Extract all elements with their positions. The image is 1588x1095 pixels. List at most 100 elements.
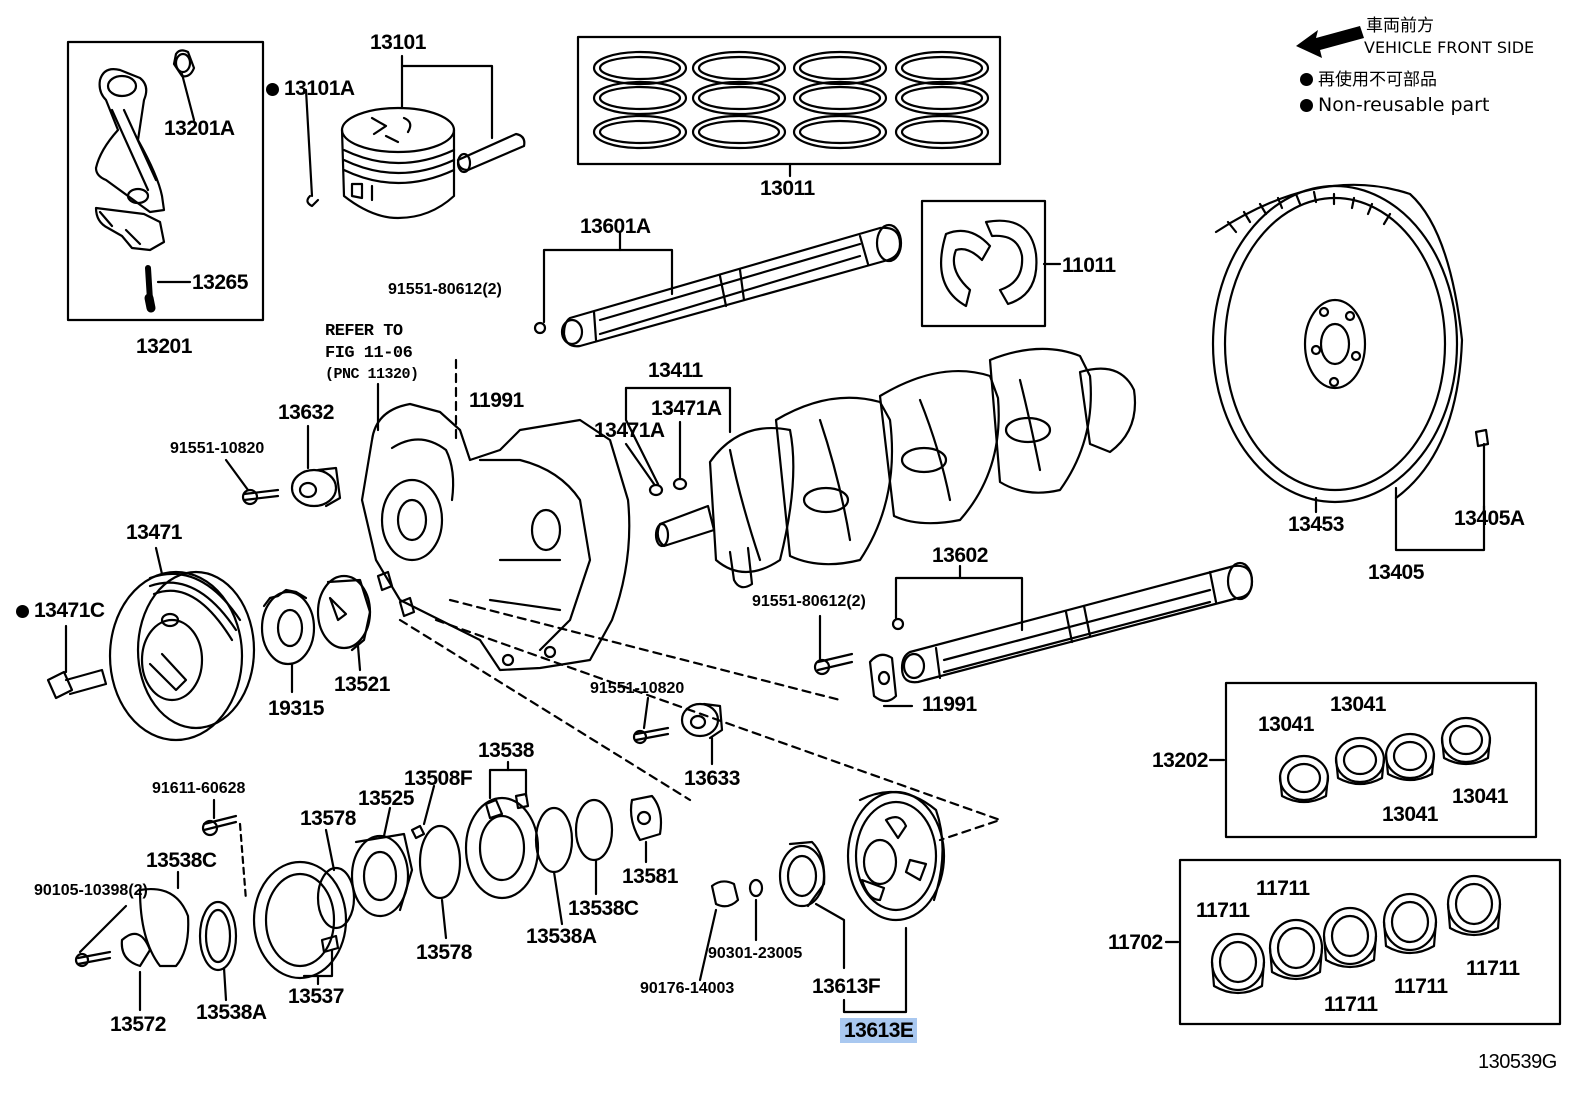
part-label-11711-c[interactable]: 11711 xyxy=(1324,993,1378,1016)
part-label-11011[interactable]: 11011 xyxy=(1062,254,1116,277)
part-label-91551-10820-upper[interactable]: 91551-10820 xyxy=(170,440,265,457)
part-label-text: 13471C xyxy=(34,599,105,622)
part-label-13632[interactable]: 13632 xyxy=(278,401,334,424)
part-label-13538A-left[interactable]: 13538A xyxy=(196,1001,267,1024)
part-label-13101[interactable]: 13101 xyxy=(370,31,426,54)
part-label-13525[interactable]: 13525 xyxy=(358,787,414,810)
legend-nonreusable-en-text: Non-reusable part xyxy=(1318,94,1490,116)
part-label-13538[interactable]: 13538 xyxy=(478,739,534,762)
part-label-90176-14003[interactable]: 90176-14003 xyxy=(640,980,735,997)
leader xyxy=(382,806,392,838)
connecting-rod-drawing xyxy=(94,49,196,313)
refer-line-2: FIG 11-06 xyxy=(325,344,413,363)
leader-dashed xyxy=(238,822,248,902)
part-label-13581[interactable]: 13581 xyxy=(622,865,678,888)
part-label-13041-d[interactable]: 13041 xyxy=(1452,785,1508,808)
part-label-13538C-left[interactable]: 13538C xyxy=(146,849,217,872)
part-label-91611-60628[interactable]: 91611-60628 xyxy=(152,780,246,797)
part-label-13411[interactable]: 13411 xyxy=(648,359,703,382)
leader xyxy=(624,442,656,486)
part-label-13602[interactable]: 13602 xyxy=(932,544,988,567)
part-label-13633[interactable]: 13633 xyxy=(684,767,740,790)
leader xyxy=(542,248,674,324)
part-label-13041-c[interactable]: 13041 xyxy=(1382,803,1438,826)
nonreusable-dot-icon xyxy=(266,83,279,96)
part-label-11991-upper[interactable]: 11991 xyxy=(469,389,524,412)
part-label-13011[interactable]: 13011 xyxy=(760,177,815,200)
leader xyxy=(842,926,908,1014)
leader xyxy=(302,948,334,978)
part-label-text: 13101A xyxy=(284,77,355,100)
main-bearings-drawing xyxy=(1210,874,1502,995)
part-label-90301-23005[interactable]: 90301-23005 xyxy=(708,945,803,962)
leader xyxy=(894,576,1024,632)
part-label-11711-a[interactable]: 11711 xyxy=(1196,899,1250,922)
part-label-13471C[interactable]: 13471C xyxy=(16,600,105,621)
part-label-91551-80612-upper[interactable]: 91551-80612(2) xyxy=(388,281,502,298)
part-label-13537[interactable]: 13537 xyxy=(288,985,344,1008)
part-label-11991-lower[interactable]: 11991 xyxy=(922,693,977,716)
part-label-11711-d[interactable]: 11711 xyxy=(1394,975,1448,998)
part-label-13202[interactable]: 13202 xyxy=(1152,749,1208,772)
nonreusable-dot-icon xyxy=(1300,99,1313,112)
part-label-91551-10820-lower[interactable]: 91551-10820 xyxy=(590,680,685,697)
part-label-11711-b[interactable]: 11711 xyxy=(1256,877,1310,900)
figure-id: 130539G xyxy=(1478,1051,1557,1073)
box-crank-bearings xyxy=(1224,681,1538,839)
leader xyxy=(440,898,448,940)
crank-pulley-drawing xyxy=(108,570,256,742)
timing-plate-drawing xyxy=(260,588,316,666)
part-label-13471A-right[interactable]: 13471A xyxy=(651,397,722,420)
gear-13633-drawing xyxy=(632,702,724,745)
leader xyxy=(642,696,650,730)
part-label-13578-upper[interactable]: 13578 xyxy=(300,807,356,830)
part-label-13265[interactable]: 13265 xyxy=(192,271,248,294)
piston-drawing xyxy=(306,106,526,220)
part-label-13405A[interactable]: 13405A xyxy=(1454,507,1525,530)
part-label-13041-a[interactable]: 13041 xyxy=(1258,713,1314,736)
part-label-90105-10398[interactable]: 90105-10398(2) xyxy=(34,882,148,899)
part-label-13201A[interactable]: 13201A xyxy=(164,117,235,140)
nonreusable-dot-icon xyxy=(1300,73,1313,86)
leader xyxy=(222,966,228,1002)
part-label-19315[interactable]: 19315 xyxy=(268,697,324,720)
part-label-13471A-left[interactable]: 13471A xyxy=(594,419,665,442)
part-label-13538A-right[interactable]: 13538A xyxy=(526,925,597,948)
flywheel-drawing xyxy=(1211,183,1490,504)
nonreusable-dot-icon xyxy=(16,605,29,618)
part-label-13601A[interactable]: 13601A xyxy=(580,215,651,238)
part-label-11702[interactable]: 11702 xyxy=(1108,931,1163,954)
crank-bearings-drawing xyxy=(1278,716,1492,804)
leader xyxy=(304,88,314,198)
vehicle-front-arrow-icon xyxy=(1296,26,1364,58)
crank-gear-13521-drawing xyxy=(316,574,372,652)
part-label-13041-b[interactable]: 13041 xyxy=(1330,693,1386,716)
part-label-13613F[interactable]: 13613F xyxy=(812,975,881,998)
part-label-11711-e[interactable]: 11711 xyxy=(1466,957,1520,980)
refer-line-3: (PNC 11320) xyxy=(325,366,419,383)
leader xyxy=(1394,442,1486,552)
part-label-13521[interactable]: 13521 xyxy=(334,673,390,696)
part-label-13471[interactable]: 13471 xyxy=(126,521,182,544)
leader xyxy=(698,908,718,982)
part-label-13572[interactable]: 13572 xyxy=(110,1013,166,1036)
refer-line-1: REFER TO xyxy=(325,322,403,341)
legend-front-jp: 車両前方 xyxy=(1366,16,1434,36)
part-label-13508F[interactable]: 13508F xyxy=(404,767,473,790)
part-label-13201[interactable]: 13201 xyxy=(136,335,192,358)
pulley-bolt-drawing xyxy=(46,668,108,700)
part-label-13578-lower[interactable]: 13578 xyxy=(416,941,472,964)
part-label-13538C-right[interactable]: 13538C xyxy=(568,897,639,920)
part-label-13453[interactable]: 13453 xyxy=(1288,513,1344,536)
leader xyxy=(624,386,660,486)
box-connecting-rod-group xyxy=(66,40,265,322)
part-label-13613E-selected[interactable]: 13613E xyxy=(840,1018,918,1043)
part-label-91551-80612-lower[interactable]: 91551-80612(2) xyxy=(752,593,866,610)
part-label-13405[interactable]: 13405 xyxy=(1368,561,1424,584)
camshaft-pulley-drawing xyxy=(710,790,946,922)
leader xyxy=(324,828,336,872)
leader xyxy=(814,902,846,970)
legend-nonreusable-jp-text: 再使用不可部品 xyxy=(1318,70,1437,90)
part-label-13101A[interactable]: 13101A xyxy=(266,78,355,99)
